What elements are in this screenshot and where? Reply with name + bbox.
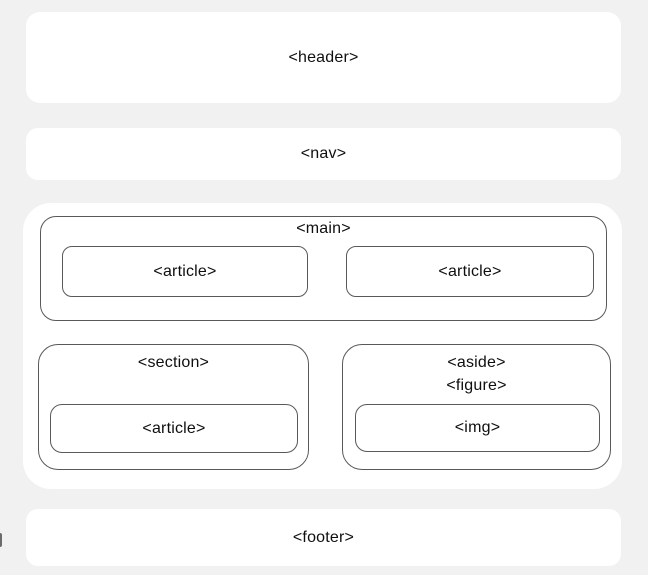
nav-box: <nav> (26, 128, 621, 180)
nav-label: <nav> (300, 145, 347, 162)
img-box: <img> (355, 404, 600, 452)
main-article-right-label: <article> (438, 262, 502, 280)
section-article-label: <article> (142, 419, 206, 437)
header-box: <header> (26, 12, 621, 103)
header-label: <header> (288, 48, 359, 66)
main-article-right-box: <article> (346, 246, 594, 297)
left-edge-artifact (0, 533, 2, 547)
footer-label: <footer> (292, 528, 355, 546)
section-article-box: <article> (50, 404, 298, 453)
main-article-left-box: <article> (62, 246, 308, 297)
main-article-left-label: <article> (153, 262, 217, 280)
aside-label: <aside> (447, 354, 506, 371)
main-label: <main> (296, 220, 351, 237)
img-label: <img> (454, 419, 501, 436)
section-label: <section> (137, 354, 210, 371)
footer-box: <footer> (26, 509, 621, 566)
figure-label: <figure> (446, 377, 507, 394)
